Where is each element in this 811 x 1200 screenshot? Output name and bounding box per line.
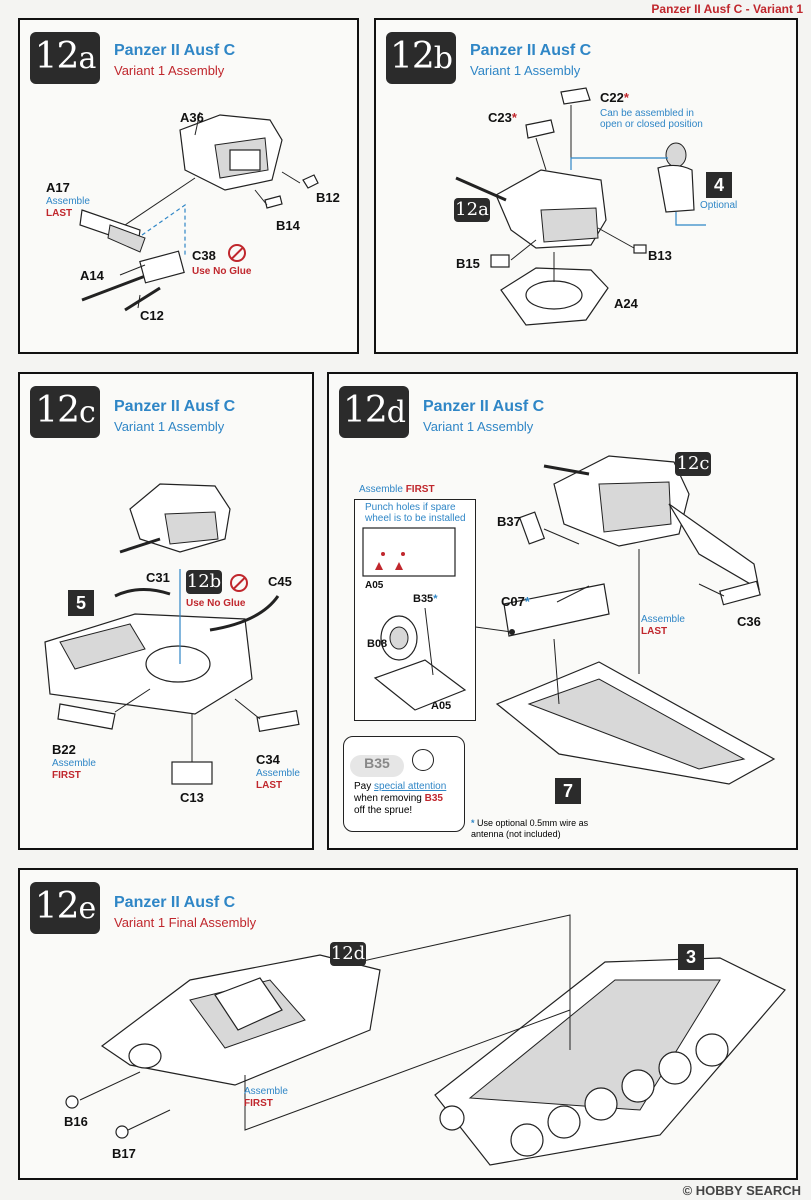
panel-title: Panzer II Ausf C (114, 42, 236, 59)
note-open-closed: Can be assembled in open or closed posit… (600, 108, 703, 130)
no-glue-icon (228, 244, 246, 262)
label-b22: B22 (52, 742, 76, 757)
step-badge-12d: 12d (339, 386, 409, 438)
panel-12e: 12e Panzer II Ausf C Variant 1 Final Ass… (18, 868, 798, 1180)
label-assemble-first: Assemble FIRST (359, 484, 435, 495)
label-assemble: Assemble (256, 768, 300, 779)
panel-title: Panzer II Ausf C (423, 398, 545, 415)
label-first: FIRST (52, 770, 81, 781)
panel-subtitle: Variant 1 Final Assembly (114, 915, 257, 930)
label-c38: C38 (192, 248, 216, 263)
inset-diagram (362, 527, 467, 711)
label-b13: B13 (648, 248, 672, 263)
panel-title: Panzer II Ausf C (114, 894, 236, 911)
step-number-3: 3 (678, 944, 704, 970)
label-b35: B35* (413, 593, 438, 605)
label-c22: C22* (600, 90, 629, 105)
diagram-12e (65, 914, 786, 1166)
warning-text: Pay special attention when removing B35 … (354, 781, 447, 816)
label-a17: A17 (46, 180, 70, 195)
label-b14: B14 (276, 218, 300, 233)
label-b15: B15 (456, 256, 480, 271)
step-number-4: 4 (706, 172, 732, 198)
label-last: LAST (256, 780, 283, 791)
step-number-5: 5 (68, 590, 94, 616)
panel-12a: 12a Panzer II Ausf C Variant 1 Assembly … (18, 18, 359, 354)
label-assemble: Assemble (641, 614, 685, 625)
diagram-12c (44, 483, 300, 785)
label-first: FIRST (244, 1098, 273, 1109)
label-c31: C31 (146, 570, 170, 585)
label-c23: C23* (488, 110, 517, 125)
watermark: © HOBBY SEARCH (682, 1183, 801, 1198)
ref-12c: 12c (675, 452, 711, 476)
warning-part-pill: B35 (350, 755, 404, 777)
label-assemble: Assemble (52, 758, 96, 769)
label-a05: A05 (431, 700, 452, 712)
panel-12c: 12c Panzer II Ausf C Variant 1 Assembly … (18, 372, 314, 850)
warning-b35: B35 Pay special attention when removing … (343, 736, 465, 832)
label-c12: C12 (140, 308, 164, 323)
footnote: * Use optional 0.5mm wire as antenna (no… (471, 818, 589, 839)
label-a14: A14 (80, 268, 104, 283)
no-glue-icon (230, 574, 248, 592)
step-number-7: 7 (555, 778, 581, 804)
diagram-12a (79, 111, 319, 312)
panel-12d: 12d Panzer II Ausf C Variant 1 Assembly … (327, 372, 798, 850)
panel-subtitle: Variant 1 Assembly (114, 419, 225, 434)
label-a24: A24 (614, 296, 638, 311)
label-last: LAST (641, 626, 668, 637)
label-a05: A05 (365, 580, 384, 591)
label-last: LAST (46, 208, 73, 219)
label-b12: B12 (316, 190, 340, 205)
diagram-12b (455, 87, 706, 326)
label-optional: Optional (700, 200, 738, 211)
label-b16: B16 (64, 1114, 88, 1129)
label-c13: C13 (180, 790, 204, 805)
inset-punch-holes: Assemble FIRST Punch holes if spare whee… (354, 484, 476, 721)
label-c34: C34 (256, 752, 280, 767)
label-use-no-glue: Use No Glue (186, 598, 246, 609)
label-b17: B17 (112, 1146, 136, 1161)
panel-12b: 12b Panzer II Ausf C Variant 1 Assembly … (374, 18, 798, 354)
ref-12b: 12b (186, 570, 222, 594)
label-c36: C36 (737, 614, 761, 629)
ref-12a: 12a (454, 198, 490, 222)
label-a36: A36 (180, 110, 204, 125)
panel-subtitle: Variant 1 Assembly (114, 63, 225, 78)
step-badge-12e: 12e (30, 882, 100, 934)
label-b08: B08 (367, 638, 388, 650)
note-punch-holes: Punch holes if spare wheel is to be inst… (365, 502, 466, 524)
road-wheels (439, 1033, 729, 1157)
step-badge-12a: 12a (30, 32, 100, 84)
label-use-no-glue: Use No Glue (192, 266, 252, 277)
panel-subtitle: Variant 1 Assembly (470, 63, 581, 78)
ref-12d: 12d (330, 942, 366, 966)
page-header: Panzer II Ausf C - Variant 1 (651, 2, 803, 16)
diagram-12d (453, 455, 776, 785)
panel-subtitle: Variant 1 Assembly (423, 419, 534, 434)
label-c45: C45 (268, 574, 292, 589)
label-c07: C07* (501, 594, 530, 609)
panel-title: Panzer II Ausf C (114, 398, 236, 415)
label-assemble: Assemble (244, 1086, 288, 1097)
sprue-gate-icon (412, 749, 434, 771)
step-badge-12c: 12c (30, 386, 100, 438)
step-badge-12b: 12b (386, 32, 456, 84)
label-b37: B37 (497, 514, 521, 529)
label-assemble: Assemble (46, 196, 90, 207)
panel-title: Panzer II Ausf C (470, 42, 592, 59)
